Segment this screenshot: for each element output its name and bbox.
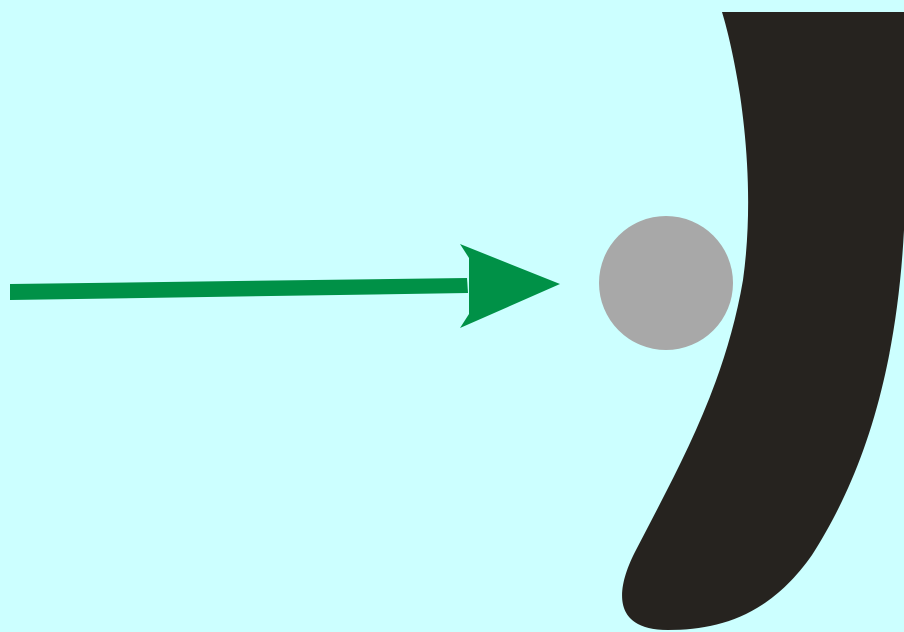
ball-shape [599,216,733,350]
